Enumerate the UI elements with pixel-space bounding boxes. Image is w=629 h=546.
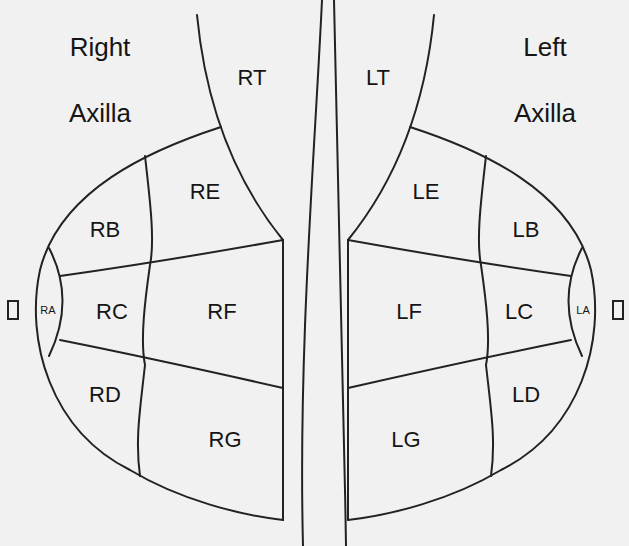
zone-label: LA [576, 304, 589, 316]
zone-label: RT [238, 66, 267, 90]
axilla-label: Left Axilla [495, 14, 595, 146]
left-breast-outline [348, 15, 623, 520]
zone-label: RE [190, 180, 221, 204]
zone-lines [8, 0, 623, 546]
zone-label: LE [413, 180, 440, 204]
region-border [60, 240, 283, 276]
region-border [282, 240, 284, 520]
mirrored-outline [348, 15, 623, 520]
axilla-label: Right Axilla [50, 14, 150, 146]
zone-label: LF [396, 300, 422, 324]
zone-label: RD [89, 383, 121, 407]
zone-label: RC [96, 300, 128, 324]
zone-label: LC [505, 300, 533, 324]
zone-label: LT [366, 66, 390, 90]
midline [302, 0, 322, 546]
right-breast-outline [8, 15, 283, 520]
zone-label: LG [391, 428, 420, 452]
region-border [197, 15, 283, 240]
zone-label: RA [40, 304, 55, 316]
zone-label: RF [207, 300, 236, 324]
marker-tab [8, 301, 18, 319]
breast-outline [36, 127, 283, 520]
region-border [49, 248, 63, 356]
zone-label: RB [90, 218, 121, 242]
zone-label: RG [209, 428, 242, 452]
region-border [138, 156, 152, 476]
zone-label: LD [512, 383, 540, 407]
zone-label: LB [513, 218, 540, 242]
midline [334, 0, 346, 546]
region-border [60, 340, 283, 388]
